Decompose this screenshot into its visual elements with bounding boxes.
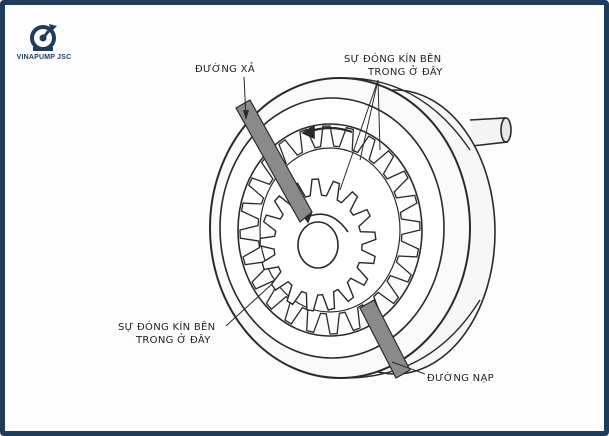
company-logo: VINAPUMP JSC xyxy=(14,22,74,61)
label-discharge: ĐƯỜNG XẢ xyxy=(195,61,255,75)
label-seal-bottom-2: TRONG Ở ĐÂY xyxy=(135,332,211,346)
label-suction: ĐƯỜNG NẠP xyxy=(427,371,494,384)
pump-logo-icon xyxy=(30,24,57,51)
label-seal-bottom-1: SỰ ĐÓNG KÍN BÊN xyxy=(118,320,215,333)
gear-hub xyxy=(297,221,339,269)
label-seal-top-2: TRONG Ở ĐÂY xyxy=(367,64,443,78)
brand-name: VINAPUMP JSC xyxy=(16,54,72,61)
label-seal-top-1: SỰ ĐÓNG KÍN BÊN xyxy=(344,52,441,65)
seal-bottom-leader xyxy=(225,283,273,327)
suction-leader xyxy=(391,361,426,375)
seal-top-leaders xyxy=(377,79,381,151)
suction-port xyxy=(359,299,411,379)
pump-shaft xyxy=(469,117,512,147)
